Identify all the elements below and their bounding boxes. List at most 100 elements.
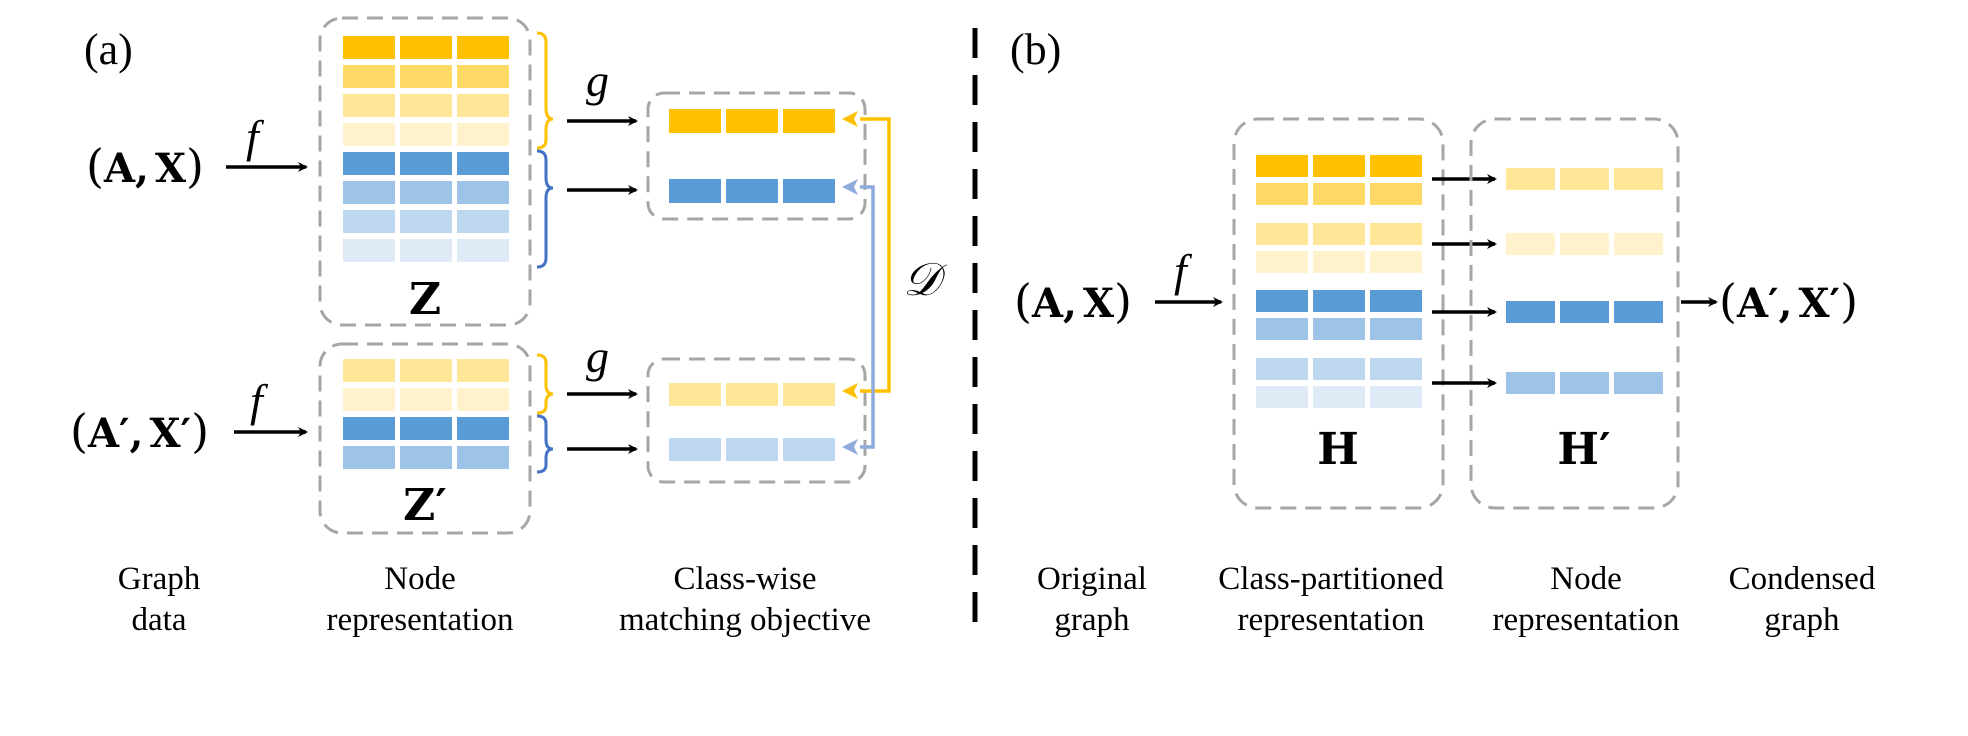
matrix-h-cell: [1313, 318, 1365, 340]
matrix-z-cell: [400, 152, 452, 175]
matrix-z-prime-cell: [457, 359, 509, 382]
matrix-h-prime-cell: [1560, 372, 1609, 394]
matrix-z-cell: [343, 181, 395, 204]
caption-node-rep-b-line2: representation: [1493, 602, 1680, 638]
matrix-h-prime-cell: [1560, 301, 1609, 323]
matrix-z-cell: [400, 36, 452, 59]
matrix-z-cell: [343, 65, 395, 88]
open-paren: (: [86, 139, 104, 193]
brace-class-blue-z-icon: [536, 149, 554, 269]
matrix-h-prime-cell: [1560, 233, 1609, 255]
matrix-h-cell: [1313, 183, 1365, 205]
open-paren: (: [70, 404, 88, 458]
close-paren: ): [186, 139, 204, 193]
matrix-z-cell: [400, 210, 452, 233]
matrix-h-cell: [1256, 318, 1308, 340]
pooled-bottom-cell: [783, 383, 835, 406]
matrix-h-cell: [1370, 358, 1422, 380]
caption-condensed-line2: graph: [1764, 602, 1840, 638]
pooled-bottom-cell: [669, 438, 721, 461]
matrix-h-cell: [1256, 290, 1308, 312]
matrix-h-cell: [1313, 155, 1365, 177]
input-graph-top-formula: (A,X): [86, 139, 204, 193]
caption-graph-data-line2: data: [132, 602, 187, 638]
matrix-z-cell: [343, 210, 395, 233]
pooled-bottom-cell: [669, 383, 721, 406]
open-paren: (: [1014, 274, 1032, 328]
matrix-z-cell: [400, 239, 452, 262]
close-paren: ): [191, 404, 209, 458]
panel-b-label: (b): [1010, 25, 1061, 74]
matrix-h-cell: [1256, 358, 1308, 380]
encoder-f-bottom: f: [250, 375, 269, 426]
original-graph-formula: (A,X): [1014, 274, 1132, 328]
matrix-h-cell: [1313, 290, 1365, 312]
condensed-graph-formula: (A′,X′): [1719, 274, 1858, 328]
matrix-z-label: Z: [409, 274, 441, 325]
comma: ,: [130, 410, 144, 457]
arrowhead-orange-top-icon: [842, 111, 858, 127]
caption-node-rep-line1: Node: [384, 561, 455, 597]
matrix-z-prime-cell: [343, 388, 395, 411]
pooled-bottom-cell: [726, 383, 778, 406]
matrix-z-prime-box: [318, 342, 532, 535]
matrix-h-cell: [1256, 386, 1308, 408]
matrix-h-cell: [1313, 386, 1365, 408]
matrix-z-cell: [343, 36, 395, 59]
matrix-h-cell: [1370, 290, 1422, 312]
arrowhead-orange-bottom-icon: [842, 383, 858, 399]
matrix-z-cell: [400, 94, 452, 117]
input-graph-top: (A,X): [86, 139, 204, 193]
matrix-h-cell: [1256, 251, 1308, 273]
matrix-h-cell: [1370, 183, 1422, 205]
input-graph-bottom: (A′,X′): [70, 404, 209, 458]
pooled-bottom-matrix: [669, 383, 835, 461]
matrix-z-cell: [457, 181, 509, 204]
pooled-bottom-cell: [726, 438, 778, 461]
matrix-z-cell: [457, 36, 509, 59]
panel-b: (b) (A,X) f H H′ (A′,X′) Original graph: [1010, 25, 1876, 638]
matrix-h-prime-label: H′: [1557, 424, 1610, 475]
arrowhead-blue-bottom-icon: [842, 439, 858, 455]
encoder-f-b: f: [1174, 245, 1193, 296]
matrix-h-cell: [1256, 223, 1308, 245]
matrix-h-prime-cell: [1506, 233, 1555, 255]
caption-node-rep-b-line1: Node: [1550, 561, 1621, 597]
caption-class-partitioned-line1: Class-partitioned: [1218, 561, 1444, 597]
original-graph: (A,X): [1014, 274, 1132, 328]
matrix-z-prime-cell: [400, 388, 452, 411]
adjacency-symbol: A: [1031, 280, 1064, 327]
matrix-z-cell: [457, 94, 509, 117]
matrix-z: [343, 36, 509, 262]
panel-a-captions: Graph data Node representation Class-wis…: [118, 561, 871, 638]
caption-node-rep-line2: representation: [327, 602, 514, 638]
matrix-z-prime-cell: [457, 417, 509, 440]
close-paren: ): [1114, 274, 1132, 328]
matrix-h-cell: [1370, 251, 1422, 273]
matrix-h-label: H: [1317, 424, 1359, 475]
matrix-z-prime-cell: [400, 417, 452, 440]
caption-original-line1: Original: [1037, 561, 1147, 597]
matrix-h-prime-cell: [1506, 372, 1555, 394]
pooled-top-cell: [726, 179, 778, 203]
matrix-h-cell: [1313, 358, 1365, 380]
matrix-h-prime: [1506, 168, 1663, 394]
matrix-z-cell: [457, 123, 509, 146]
matrix-h-cell: [1256, 155, 1308, 177]
matrix-h-prime-cell: [1614, 372, 1663, 394]
encoder-f-top: f: [246, 111, 265, 162]
matrix-z-prime-cell: [343, 446, 395, 469]
caption-matching-line2: matching objective: [619, 602, 871, 638]
input-graph-bottom-formula: (A′,X′): [70, 404, 209, 458]
brace-class-blue-z-prime-icon: [536, 414, 554, 474]
open-paren: (: [1719, 274, 1737, 328]
matrix-z-prime-cell: [343, 417, 395, 440]
matrix-h-cell: [1370, 386, 1422, 408]
matrix-h-cell: [1370, 223, 1422, 245]
pooled-top-box: [646, 91, 867, 221]
arrowhead-blue-top-icon: [842, 179, 858, 195]
caption-graph-data-line1: Graph: [118, 561, 201, 597]
projector-g-top: g: [586, 55, 609, 106]
adjacency-symbol: A′: [87, 410, 130, 457]
pooled-top-cell: [726, 109, 778, 133]
